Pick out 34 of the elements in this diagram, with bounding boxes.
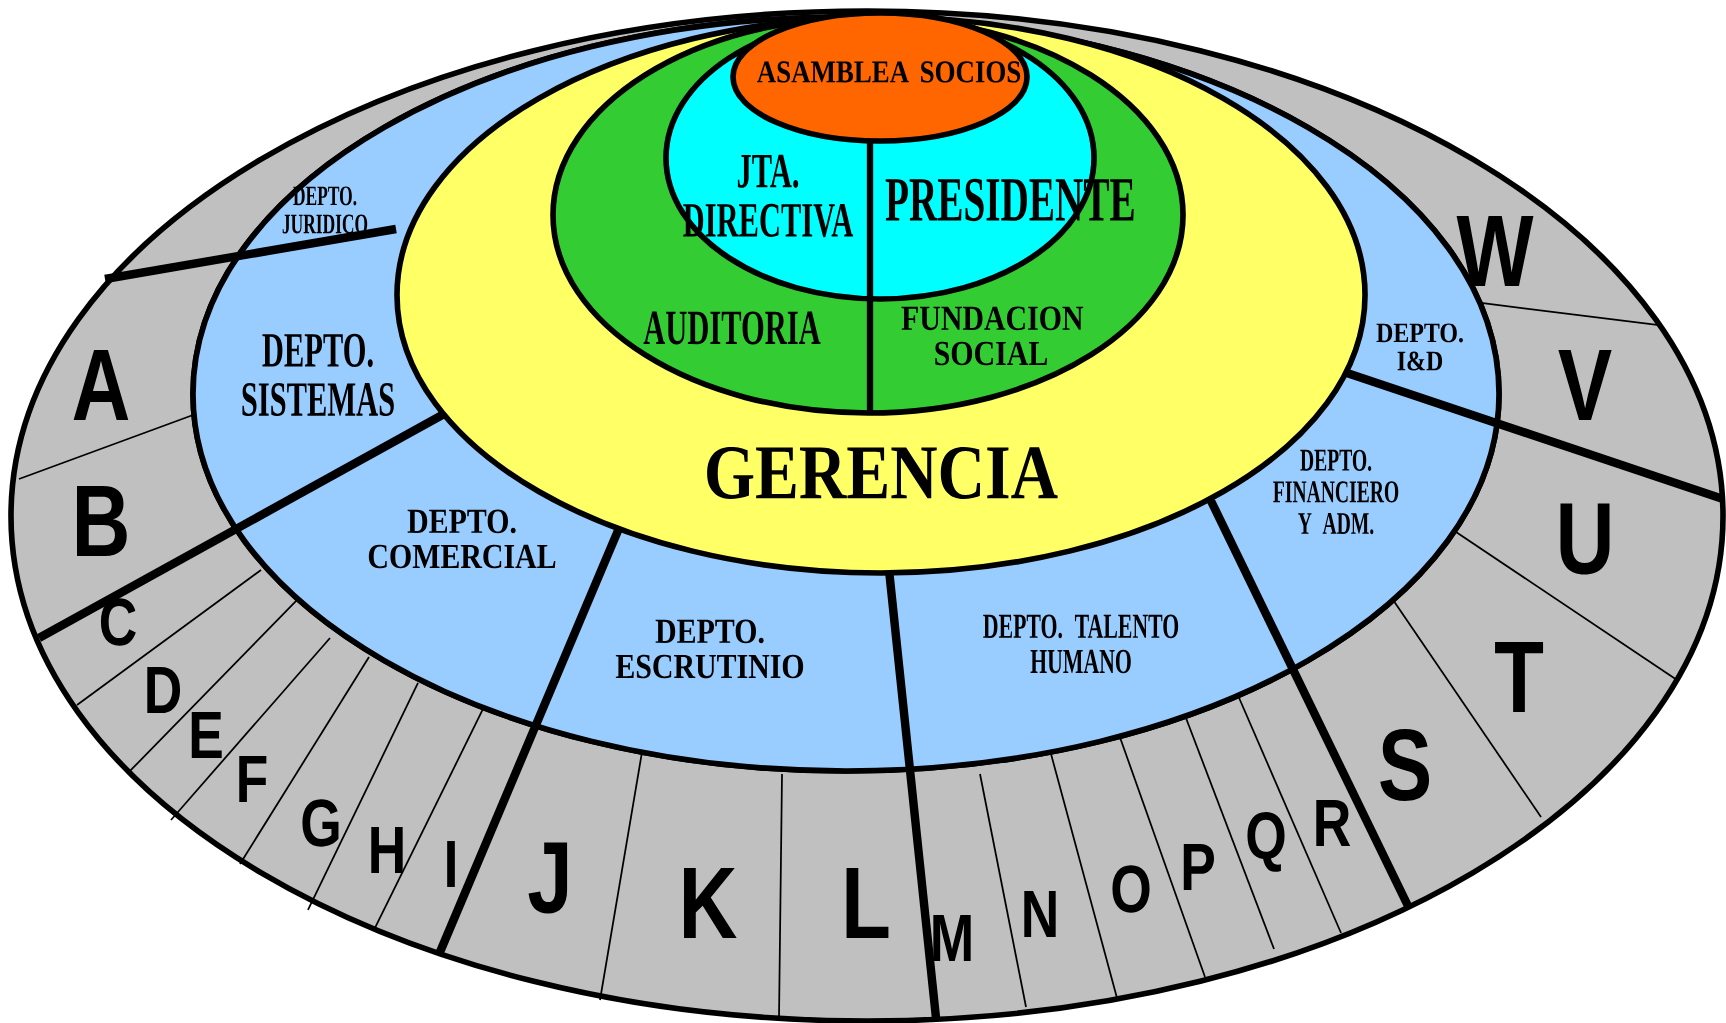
letter-label: D xyxy=(147,667,181,713)
department-label: FUNDACION SOCIAL xyxy=(901,306,1084,366)
letter-label: W xyxy=(1456,215,1534,287)
organ-label: DEPTO. JURIDICO xyxy=(282,186,368,234)
letter-label: A xyxy=(73,349,129,421)
organ-label: GERENCIA xyxy=(707,447,1058,499)
letter-label: R xyxy=(1316,800,1351,846)
letter-label: K xyxy=(684,867,737,939)
organ-label: DEPTO. FINANCIERO Y ADM. xyxy=(1273,449,1399,535)
letter-label: Q xyxy=(1247,812,1285,872)
department-label: DEPTO. COMERCIAL xyxy=(368,509,556,569)
letter-label: C xyxy=(100,598,136,646)
letter-label: L xyxy=(846,867,889,939)
letter-label: F xyxy=(239,756,267,802)
organ-label: DEPTO. SISTEMAS xyxy=(242,333,394,417)
department-label: DEPTO. ESCRUTINIO xyxy=(615,619,804,679)
letter-label: O xyxy=(1112,865,1150,913)
letter-label: B xyxy=(77,485,127,557)
department-label: DEPTO. I&D xyxy=(1376,323,1463,371)
letter-label: M xyxy=(933,915,971,961)
letter-label: J xyxy=(528,842,568,914)
organ-label: ASAMBLEA SOCIOS xyxy=(757,61,1021,83)
letter-label: U xyxy=(1560,503,1610,575)
letter-label: H xyxy=(371,827,403,873)
letter-label: E xyxy=(191,712,222,758)
letter-label: G xyxy=(302,799,339,847)
letter-label: V xyxy=(1558,349,1612,421)
letter-label: N xyxy=(1024,891,1056,937)
letter-label: P xyxy=(1183,844,1214,890)
letter-label: T xyxy=(1495,641,1544,713)
organ-label: DEPTO. TALENTO HUMANO xyxy=(983,614,1179,674)
letter-label: S xyxy=(1380,728,1430,802)
organ-label: AUDITORIA xyxy=(643,311,821,345)
letter-label: I xyxy=(447,841,455,887)
